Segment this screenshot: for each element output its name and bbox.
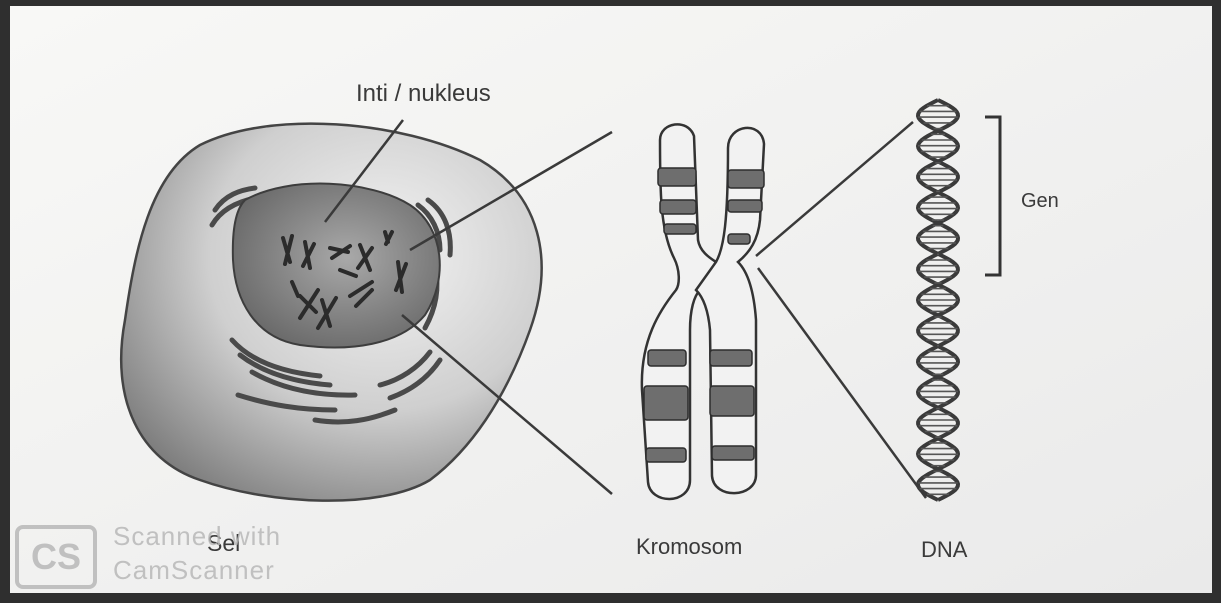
gene-label: Gen [1021, 190, 1059, 213]
chromosome-label: Kromosom [636, 534, 742, 560]
camscanner-logo: CS [15, 525, 97, 589]
camscanner-watermark: Scanned with CamScanner [113, 519, 281, 587]
dna-label: DNA [921, 537, 967, 563]
watermark-line-2: CamScanner [113, 553, 281, 587]
nucleus-label: Inti / nukleus [356, 80, 491, 108]
watermark-line-1: Scanned with [113, 519, 281, 553]
